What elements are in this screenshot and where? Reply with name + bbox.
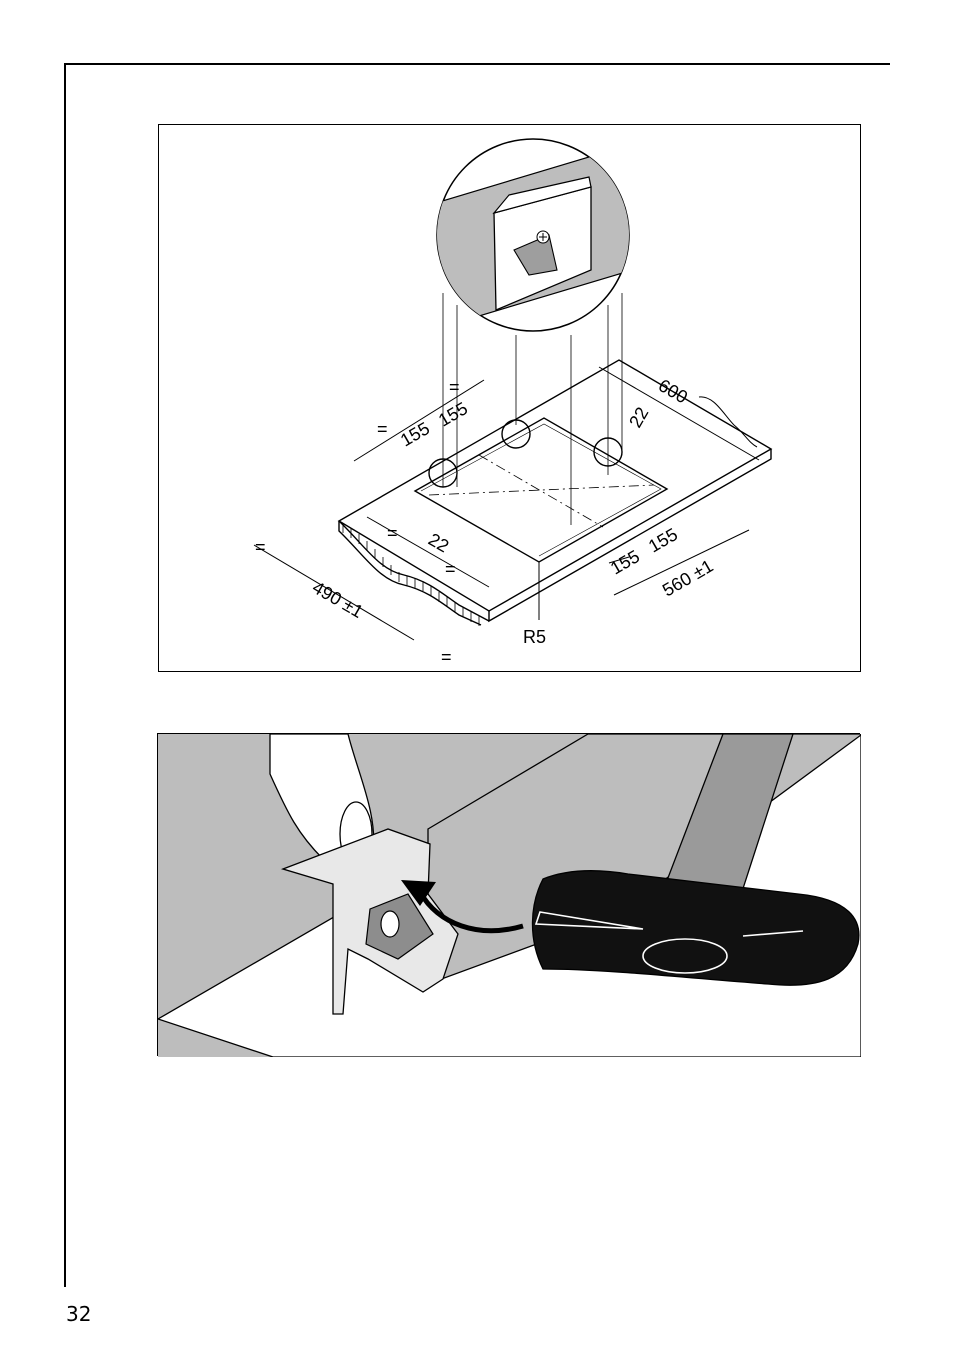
page-frame-left-rule — [64, 63, 66, 1287]
page-frame-top-rule — [64, 63, 890, 65]
dim-label-r5: R5 — [523, 627, 546, 647]
dim-equal-4: = — [387, 523, 398, 543]
clip-hammering-svg — [158, 734, 861, 1057]
worktop-slab — [339, 360, 771, 626]
dim-label-155-left-b: 155 — [435, 398, 471, 430]
dim-equal-6: = — [441, 647, 452, 667]
dim-equal-3: = — [255, 537, 266, 557]
dim-equal-1: = — [449, 377, 460, 397]
cutout-diagram-svg: 600 22 22 155 155 155 155 560 ±1 490 ±1 … — [159, 125, 862, 673]
clip-detail-inset — [429, 139, 649, 331]
page-number: 32 — [66, 1302, 91, 1326]
dim-label-155-right-a: 155 — [607, 546, 643, 578]
clip-screw — [381, 911, 399, 937]
clip-hammering-illustration — [157, 733, 860, 1056]
dim-equal-2: = — [377, 419, 388, 439]
dim-label-560: 560 ±1 — [659, 556, 717, 601]
cutout-dimension-diagram: 600 22 22 155 155 155 155 560 ±1 490 ±1 … — [158, 124, 861, 672]
dim-label-155-left-a: 155 — [397, 418, 433, 450]
dim-label-490: 490 ±1 — [309, 577, 367, 622]
dim-equal-5: = — [445, 559, 456, 579]
